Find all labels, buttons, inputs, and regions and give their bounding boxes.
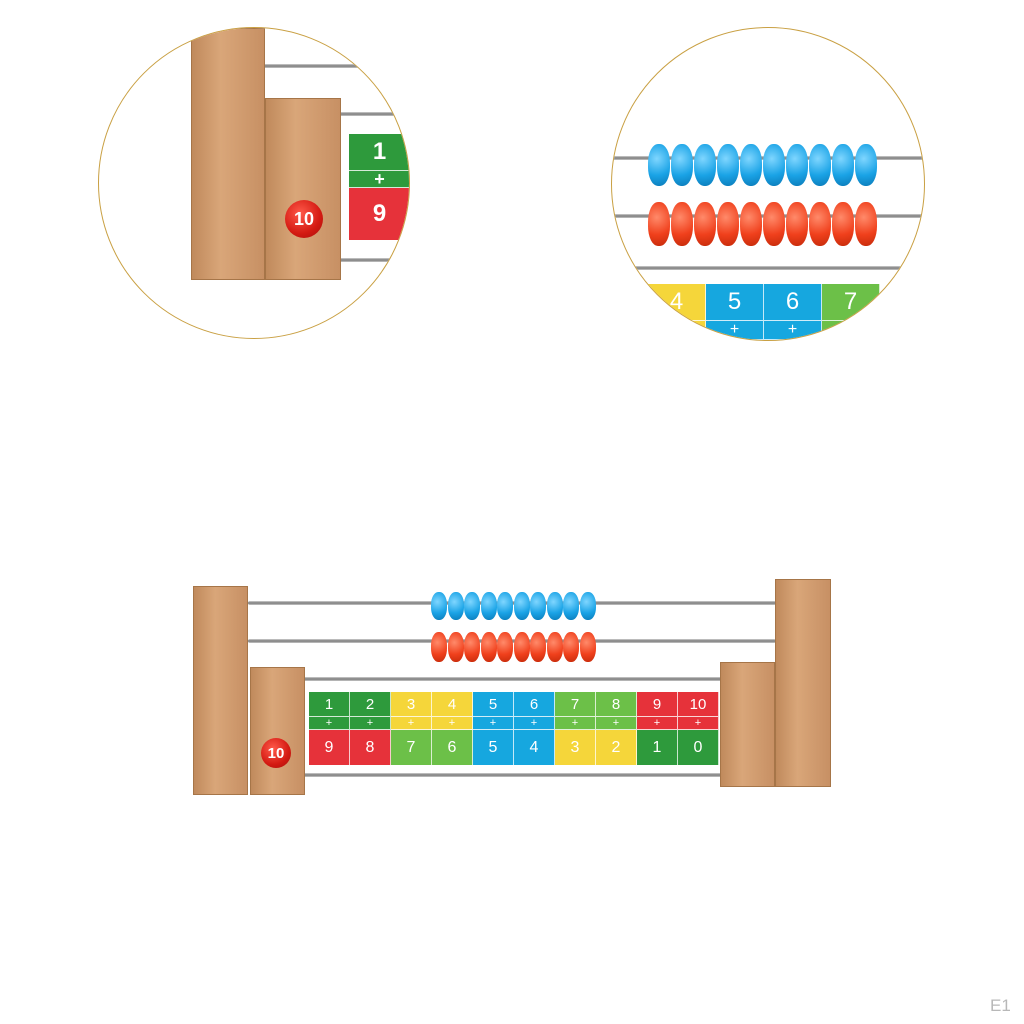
number-tile: 8 (350, 730, 391, 765)
plus-sign: + (648, 320, 706, 340)
number-tile: 6 (764, 284, 822, 320)
red-bead (431, 632, 447, 662)
blue-bead (431, 592, 447, 620)
number-tile: 2 (596, 730, 637, 765)
red-bead (717, 202, 739, 246)
blue-bead (740, 144, 762, 186)
rod (329, 258, 409, 262)
number-tile: 3 (555, 730, 596, 765)
blue-bead (563, 592, 579, 620)
frame-post-right-inner (720, 662, 775, 787)
number-tile: 8 (596, 692, 637, 716)
red-bead (694, 202, 716, 246)
plus-sign: + (596, 716, 637, 730)
red-bead (855, 202, 877, 246)
red-bead (464, 632, 480, 662)
blue-bead (671, 144, 693, 186)
red-badge: 10 (285, 200, 323, 238)
blue-bead (648, 144, 670, 186)
plus-sign: + (822, 320, 880, 340)
plus-sign: + (309, 716, 350, 730)
red-bead (513, 632, 530, 662)
red-bead (740, 202, 762, 246)
red-bead (579, 632, 596, 662)
blue-bead (480, 592, 497, 620)
red-bead (563, 632, 579, 662)
rod (300, 773, 725, 777)
number-tile: 9 (349, 188, 409, 240)
blue-bead (832, 144, 854, 186)
number-tile: 4 (514, 730, 555, 765)
blue-bead (513, 592, 530, 620)
number-tile: 1 (349, 134, 409, 170)
frame-post (191, 28, 265, 280)
frame-post-right (775, 579, 831, 787)
number-tile: 9 (637, 692, 678, 716)
blue-bead (530, 592, 546, 620)
frame-post-left (193, 586, 248, 795)
rod (612, 266, 924, 270)
number-tile: 5 (473, 730, 514, 765)
plus-sign: + (637, 716, 678, 730)
number-tile: 3 (391, 692, 432, 716)
number-tile: 1 (637, 730, 678, 765)
plus-sign: + (350, 716, 391, 730)
number-tile: 9 (309, 730, 350, 765)
number-tile: 10 (678, 692, 719, 716)
number-tile: 4 (648, 284, 706, 320)
red-bead (497, 632, 513, 662)
plus-sign: + (514, 716, 555, 730)
red-bead (786, 202, 808, 246)
zoom-detail-left: 1 + 9 10 (98, 27, 410, 339)
red-bead (530, 632, 546, 662)
plus-sign: + (678, 716, 719, 730)
number-tile: 5 (473, 692, 514, 716)
plus-sign: + (391, 716, 432, 730)
zoom-detail-right: 4+5+6+7+ (611, 27, 925, 341)
red-bead (809, 202, 831, 246)
blue-bead (579, 592, 596, 620)
blue-bead (855, 144, 877, 186)
blue-bead (763, 144, 785, 186)
red-bead (671, 202, 693, 246)
number-tile: 0 (678, 730, 719, 765)
rod (300, 677, 725, 681)
number-tile: 5 (706, 284, 764, 320)
red-bead (648, 202, 670, 246)
plus-sign: + (473, 716, 514, 730)
blue-bead (464, 592, 480, 620)
blue-bead (809, 144, 831, 186)
number-tile: 4 (432, 692, 473, 716)
plus-sign: + (706, 320, 764, 340)
number-tile: 2 (350, 692, 391, 716)
number-tile: 7 (555, 692, 596, 716)
red-bead (763, 202, 785, 246)
blue-bead (694, 144, 716, 186)
plus-sign: + (349, 169, 409, 189)
red-bead (546, 632, 563, 662)
blue-bead (546, 592, 563, 620)
red-bead (447, 632, 464, 662)
blue-bead (717, 144, 739, 186)
number-tile: 7 (822, 284, 880, 320)
frame-post (265, 98, 341, 280)
number-tile: 7 (391, 730, 432, 765)
number-tile: 1 (309, 692, 350, 716)
plus-sign: + (764, 320, 822, 340)
plus-sign: + (555, 716, 596, 730)
frame-post-left-inner (250, 667, 305, 795)
watermark-text: E1 (990, 996, 1011, 1015)
red-bead (480, 632, 497, 662)
blue-bead (786, 144, 808, 186)
plus-sign: + (432, 716, 473, 730)
red-badge: 10 (261, 738, 291, 768)
number-tile: 6 (514, 692, 555, 716)
red-bead (832, 202, 854, 246)
rod (259, 64, 409, 68)
rod (329, 112, 409, 116)
blue-bead (497, 592, 513, 620)
blue-bead (447, 592, 464, 620)
number-tile: 6 (432, 730, 473, 765)
